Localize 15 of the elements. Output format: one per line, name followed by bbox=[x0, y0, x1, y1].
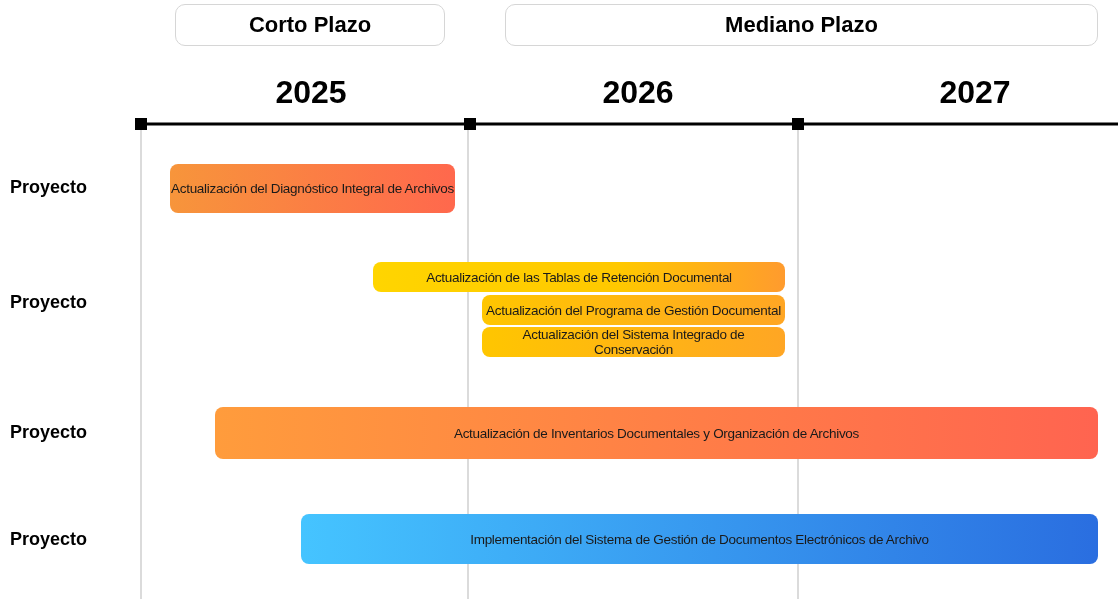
row-label: Proyecto bbox=[10, 292, 88, 313]
project-bar: Actualización de las Tablas de Retención Documental bbox=[373, 262, 785, 292]
project-bar: Implementación del Sistema de Gestión de Documentos Electrónicos de Archivo bbox=[301, 514, 1098, 564]
year-label: 2027 bbox=[939, 74, 1011, 111]
project-bar: Actualización de Inventarios Documentales y Organización de Archivos bbox=[215, 407, 1098, 459]
project-bar: Actualización del Programa de Gestión Documental bbox=[482, 295, 785, 325]
period-header: Corto Plazo bbox=[175, 4, 445, 46]
year-label: 2026 bbox=[602, 74, 674, 111]
period-header: Mediano Plazo bbox=[505, 4, 1098, 46]
project-bar: Actualización del Diagnóstico Integral de Archivos bbox=[170, 164, 455, 213]
row-label: Proyecto bbox=[10, 422, 88, 443]
row-label: Proyecto bbox=[10, 529, 88, 550]
project-bar: Actualización del Sistema Integrado de Conservación bbox=[482, 327, 785, 357]
year-label: 2025 bbox=[275, 74, 347, 111]
row-label: Proyecto bbox=[10, 177, 88, 198]
